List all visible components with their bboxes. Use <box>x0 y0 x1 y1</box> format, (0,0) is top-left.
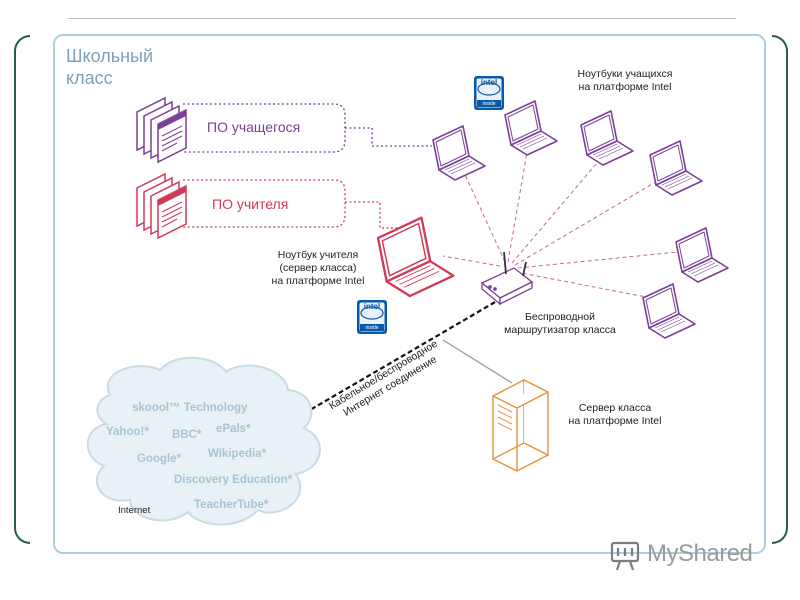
router-label-line: маршрутизатор класса <box>504 324 616 336</box>
cloud-item-discovery: Discovery Education* <box>174 474 293 486</box>
student-software-to-laptop <box>345 127 432 147</box>
teacher-laptop-label-line: Ноутбук учителя <box>277 249 359 261</box>
router-icon <box>480 251 534 306</box>
intel-badge-sub: inside <box>482 101 496 107</box>
router-label: Беспроводной маршрутизатор класса <box>490 311 630 337</box>
cloud-item-epals: ePals* <box>216 423 251 435</box>
teacher-laptop-icon <box>376 216 455 298</box>
student-software-label: ПО учащегося <box>207 119 301 135</box>
intel-badge-sub: inside <box>365 325 379 331</box>
server-tower-icon <box>492 378 549 472</box>
student-laptop-icon <box>649 140 703 196</box>
myshared-watermark: MyShared <box>647 540 753 567</box>
student-docs-accent <box>158 110 186 130</box>
myshared-logo-icon <box>610 541 640 571</box>
cloud-item-google: Google* <box>137 453 182 465</box>
cloud-item-teachertube: TeacherTube* <box>194 499 269 511</box>
teacher-laptop-label-line: (сервер класса) <box>279 262 357 274</box>
server-label-line: Сервер класса <box>578 402 652 414</box>
server-label: Сервер класса на платформе Intel <box>555 402 675 428</box>
internet-cloud-icon <box>86 356 321 526</box>
student-software-document-stack-icon <box>136 97 187 163</box>
teacher-docs-accent <box>158 186 186 206</box>
student-laptops-label: Ноутбуки учащихся на платформе Intel <box>560 68 690 94</box>
slide-top-rule <box>68 18 736 19</box>
intel-badge-brand: intel <box>363 302 381 311</box>
student-laptops-label-line: на платформе Intel <box>578 81 672 93</box>
cloud-item-yahoo: Yahoo!* <box>106 426 149 438</box>
internet-label: Internet <box>118 505 151 516</box>
server-cable <box>442 339 513 384</box>
teacher-software-to-laptop <box>345 201 405 229</box>
student-laptop-icon <box>642 283 696 339</box>
cloud-item-bbc: BBC* <box>172 429 202 441</box>
teacher-software-document-stack-icon <box>136 173 187 239</box>
teacher-laptop-label: Ноутбук учителя (сервер класса) на платф… <box>262 249 374 288</box>
internet-cable <box>261 297 503 439</box>
teacher-laptop-label-line: на платформе Intel <box>271 275 365 287</box>
teacher-software-label: ПО учителя <box>212 196 289 212</box>
router-label-line: Беспроводной <box>524 311 596 323</box>
student-laptop-icon <box>432 125 486 181</box>
student-laptop-icon <box>580 110 634 166</box>
student-laptop-icon <box>675 227 729 283</box>
server-label-line: на платформе Intel <box>568 415 662 427</box>
student-laptops-label-line: Ноутбуки учащихся <box>577 68 673 80</box>
cloud-item-wikipedia: Wikipedia* <box>208 448 267 460</box>
teacher-software-link <box>183 179 346 228</box>
intel-badge-brand: intel <box>480 78 498 87</box>
wireless-links <box>442 134 698 301</box>
student-laptop-icon <box>504 100 558 156</box>
cloud-item-skoool: skoool™ Technology <box>132 402 248 414</box>
diagram-title: Школьный класс <box>66 46 154 88</box>
